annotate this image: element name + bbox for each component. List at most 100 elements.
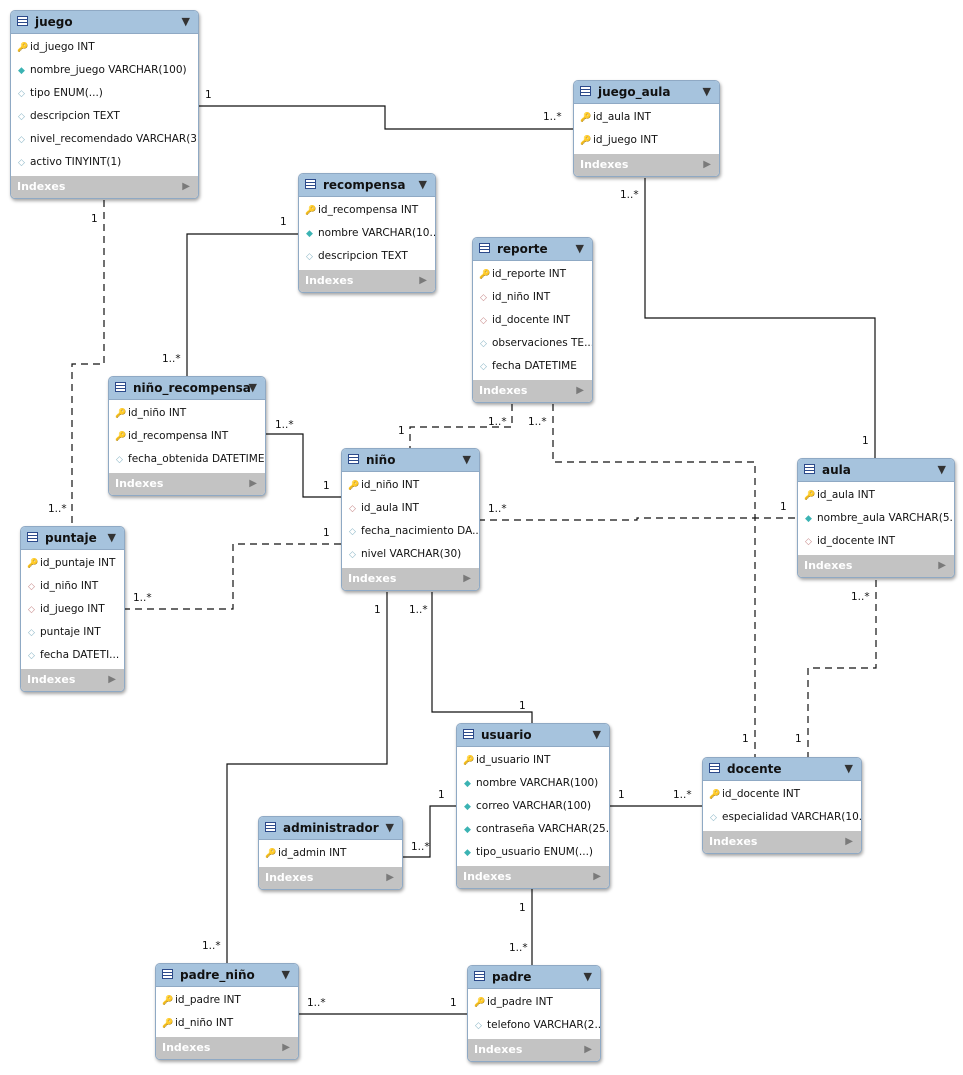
column-row[interactable]: 🔑id_padre INT — [156, 989, 298, 1012]
column-row[interactable]: ◆nombre_aula VARCHAR(5... — [798, 507, 954, 530]
column-row[interactable]: 🔑id_niño INT — [156, 1012, 298, 1035]
column-row[interactable]: ◆tipo_usuario ENUM(...) — [457, 841, 609, 864]
column-row[interactable]: ◇telefono VARCHAR(2... — [468, 1014, 600, 1037]
column-row[interactable]: ◇tipo ENUM(...) — [11, 82, 198, 105]
table-usuario[interactable]: usuario▼🔑id_usuario INT◆nombre VARCHAR(1… — [456, 723, 610, 889]
expand-arrow-icon[interactable]: ▶ — [282, 1042, 290, 1053]
table-juego[interactable]: juego▼🔑id_juego INT◆nombre_juego VARCHAR… — [10, 10, 199, 199]
collapse-arrow-icon[interactable]: ▼ — [385, 821, 394, 834]
expand-arrow-icon[interactable]: ▶ — [386, 872, 394, 883]
relation-line-recompensa-nino-recompensa[interactable] — [186, 233, 298, 376]
table-header[interactable]: padre_niño▼ — [156, 964, 298, 987]
indexes-section[interactable]: Indexes▶ — [11, 176, 198, 198]
column-row[interactable]: ◇puntaje INT — [21, 621, 124, 644]
expand-arrow-icon[interactable]: ▶ — [938, 560, 946, 571]
indexes-section[interactable]: Indexes▶ — [156, 1037, 298, 1059]
table-header[interactable]: niño▼ — [342, 449, 479, 472]
relation-line-nino-aula[interactable] — [478, 517, 797, 521]
column-row[interactable]: ◇fecha_nacimiento DA... — [342, 520, 479, 543]
table-header[interactable]: reporte▼ — [473, 238, 592, 261]
table-header[interactable]: niño_recompensa▼ — [109, 377, 265, 400]
relation-line-nino-usuario[interactable] — [431, 592, 533, 723]
indexes-section[interactable]: Indexes▶ — [109, 473, 265, 495]
collapse-arrow-icon[interactable]: ▼ — [583, 970, 592, 983]
indexes-section[interactable]: Indexes▶ — [574, 154, 719, 176]
collapse-arrow-icon[interactable]: ▼ — [575, 242, 584, 255]
column-row[interactable]: 🔑id_puntaje INT — [21, 552, 124, 575]
expand-arrow-icon[interactable]: ▶ — [845, 836, 853, 847]
column-row[interactable]: ◆nombre VARCHAR(100) — [457, 772, 609, 795]
relation-line-juego-aula-aula[interactable] — [644, 178, 876, 458]
relation-line-juego-juego-aula[interactable] — [197, 105, 573, 130]
column-row[interactable]: ◇observaciones TE... — [473, 332, 592, 355]
indexes-section[interactable]: Indexes▶ — [342, 568, 479, 590]
relation-line-nino-recompensa-nino[interactable] — [264, 433, 341, 498]
column-row[interactable]: ◇descripcion TEXT — [299, 245, 435, 268]
column-row[interactable]: 🔑id_reporte INT — [473, 263, 592, 286]
table-header[interactable]: juego_aula▼ — [574, 81, 719, 104]
collapse-arrow-icon[interactable]: ▼ — [107, 531, 116, 544]
table-header[interactable]: usuario▼ — [457, 724, 609, 747]
column-row[interactable]: ◇id_juego INT — [21, 598, 124, 621]
column-row[interactable]: ◇activo TINYINT(1) — [11, 151, 198, 174]
expand-arrow-icon[interactable]: ▶ — [703, 159, 711, 170]
collapse-arrow-icon[interactable]: ▼ — [844, 762, 853, 775]
collapse-arrow-icon[interactable]: ▼ — [592, 728, 601, 741]
collapse-arrow-icon[interactable]: ▼ — [281, 968, 290, 981]
collapse-arrow-icon[interactable]: ▼ — [937, 463, 946, 476]
collapse-arrow-icon[interactable]: ▼ — [462, 453, 471, 466]
indexes-section[interactable]: Indexes▶ — [259, 867, 402, 889]
indexes-section[interactable]: Indexes▶ — [798, 555, 954, 577]
expand-arrow-icon[interactable]: ▶ — [108, 674, 116, 685]
indexes-section[interactable]: Indexes▶ — [299, 270, 435, 292]
expand-arrow-icon[interactable]: ▶ — [463, 573, 471, 584]
expand-arrow-icon[interactable]: ▶ — [576, 385, 584, 396]
relation-line-juego-puntaje[interactable] — [71, 200, 105, 526]
indexes-section[interactable]: Indexes▶ — [457, 866, 609, 888]
table-header[interactable]: docente▼ — [703, 758, 861, 781]
indexes-section[interactable]: Indexes▶ — [468, 1039, 600, 1061]
column-row[interactable]: 🔑id_docente INT — [703, 783, 861, 806]
column-row[interactable]: 🔑id_recompensa INT — [299, 199, 435, 222]
relation-line-usuario-administrador[interactable] — [401, 805, 456, 858]
table-reporte[interactable]: reporte▼🔑id_reporte INT◇id_niño INT◇id_d… — [472, 237, 593, 403]
relation-line-reporte-nino[interactable] — [409, 404, 513, 448]
expand-arrow-icon[interactable]: ▶ — [584, 1044, 592, 1055]
relation-line-nino-padre-nino[interactable] — [226, 592, 388, 963]
column-row[interactable]: ◇id_niño INT — [473, 286, 592, 309]
expand-arrow-icon[interactable]: ▶ — [182, 181, 190, 192]
table-header[interactable]: padre▼ — [468, 966, 600, 989]
table-header[interactable]: juego▼ — [11, 11, 198, 34]
column-row[interactable]: ◇especialidad VARCHAR(10... — [703, 806, 861, 829]
collapse-arrow-icon[interactable]: ▼ — [181, 15, 190, 28]
column-row[interactable]: 🔑id_padre INT — [468, 991, 600, 1014]
table-nino-recompensa[interactable]: niño_recompensa▼🔑id_niño INT🔑id_recompen… — [108, 376, 266, 496]
table-header[interactable]: puntaje▼ — [21, 527, 124, 550]
relation-line-reporte-docente[interactable] — [552, 404, 756, 757]
table-recompensa[interactable]: recompensa▼🔑id_recompensa INT◆nombre VAR… — [298, 173, 436, 293]
collapse-arrow-icon[interactable]: ▼ — [418, 178, 427, 191]
collapse-arrow-icon[interactable]: ▼ — [702, 85, 711, 98]
column-row[interactable]: ◆nombre_juego VARCHAR(100) — [11, 59, 198, 82]
column-row[interactable]: ◇fecha DATETIME — [473, 355, 592, 378]
table-puntaje[interactable]: puntaje▼🔑id_puntaje INT◇id_niño INT◇id_j… — [20, 526, 125, 692]
column-row[interactable]: 🔑id_niño INT — [109, 402, 265, 425]
relation-line-aula-docente[interactable] — [807, 580, 877, 757]
expand-arrow-icon[interactable]: ▶ — [419, 275, 427, 286]
expand-arrow-icon[interactable]: ▶ — [593, 871, 601, 882]
column-row[interactable]: ◆correo VARCHAR(100) — [457, 795, 609, 818]
column-row[interactable]: ◇id_docente INT — [798, 530, 954, 553]
indexes-section[interactable]: Indexes▶ — [21, 669, 124, 691]
table-nino[interactable]: niño▼🔑id_niño INT◇id_aula INT◇fecha_naci… — [341, 448, 480, 591]
column-row[interactable]: ◇nivel_recomendado VARCHAR(3... — [11, 128, 198, 151]
column-row[interactable]: ◇fecha DATETI... — [21, 644, 124, 667]
relation-line-nino-puntaje[interactable] — [123, 543, 341, 610]
column-row[interactable]: 🔑id_niño INT — [342, 474, 479, 497]
indexes-section[interactable]: Indexes▶ — [703, 831, 861, 853]
column-row[interactable]: ◇descripcion TEXT — [11, 105, 198, 128]
column-row[interactable]: ◇id_niño INT — [21, 575, 124, 598]
indexes-section[interactable]: Indexes▶ — [473, 380, 592, 402]
table-header[interactable]: aula▼ — [798, 459, 954, 482]
